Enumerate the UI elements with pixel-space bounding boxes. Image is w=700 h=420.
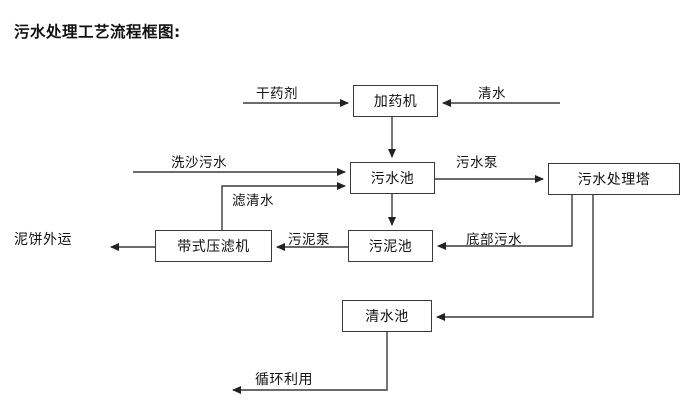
node-clean-water-pool[interactable]: 清水池 bbox=[342, 300, 432, 332]
edge-label-dry-chemical: 干药剂 bbox=[256, 86, 298, 102]
node-wastewater-pool[interactable]: 污水池 bbox=[350, 162, 435, 194]
terminal-label-mud-cake-export: 泥饼外运 bbox=[14, 232, 72, 248]
edge-label-sand-wash-sewage: 洗沙污水 bbox=[171, 155, 227, 171]
node-label: 加药机 bbox=[373, 94, 418, 110]
page-title: 污水处理工艺流程框图: bbox=[14, 23, 181, 41]
node-belt-filter-press[interactable]: 带式压滤机 bbox=[155, 230, 272, 262]
edge-label-wastewater-pump: 污水泵 bbox=[456, 155, 498, 171]
wire-tower-to-clean-water-pool bbox=[436, 195, 594, 321]
node-label: 清水池 bbox=[365, 309, 409, 325]
node-label: 带式压滤机 bbox=[177, 239, 250, 255]
node-label: 污水处理塔 bbox=[577, 172, 651, 188]
node-label: 污泥池 bbox=[368, 239, 413, 255]
edge-label-sludge-pump: 污泥泵 bbox=[288, 232, 330, 248]
edge-label-clean-water-in: 清水 bbox=[478, 86, 506, 102]
node-label: 污水池 bbox=[370, 171, 415, 187]
edge-label-bottom-sewage: 底部污水 bbox=[466, 232, 522, 248]
edge-label-filtered-clear-water: 滤清水 bbox=[232, 193, 274, 209]
node-treatment-tower[interactable]: 污水处理塔 bbox=[548, 163, 680, 195]
terminal-label-recycle-reuse: 循环利用 bbox=[255, 372, 313, 388]
node-dosing-machine[interactable]: 加药机 bbox=[353, 85, 438, 117]
node-sludge-pool[interactable]: 污泥池 bbox=[348, 230, 433, 262]
